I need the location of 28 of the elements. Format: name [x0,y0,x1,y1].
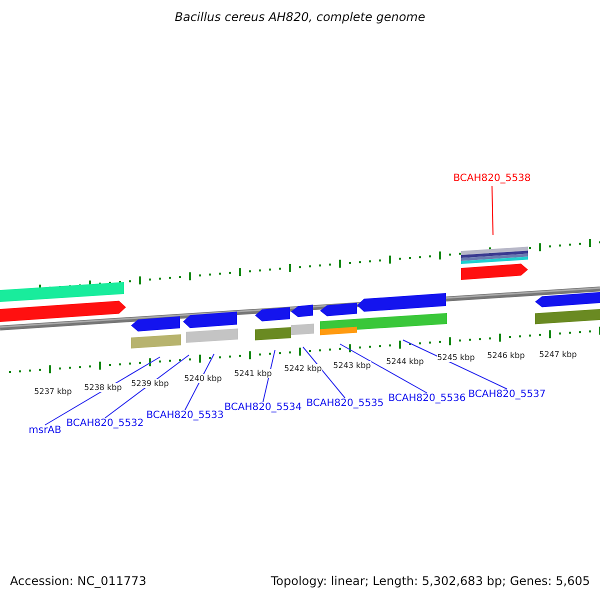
leader-line [302,346,346,398]
gene-label: msrAB [28,425,62,437]
gene-label: BCAH820_5533 [146,410,224,422]
gene-label: BCAH820_5537 [468,389,546,401]
tick-label: 5237 kbp [34,387,72,396]
tick-label: 5246 kbp [487,351,525,360]
genome-summary: Topology: linear; Length: 5,302,683 bp; Genes: 5,605 [270,574,590,588]
tick-label: 5247 kbp [539,350,577,359]
tick-label: 5239 kbp [131,379,169,388]
tick-label: 5242 kbp [284,364,322,373]
gene-label: BCAH820_5532 [66,418,144,430]
accession-text: Accession: NC_011773 [10,574,146,588]
title: Bacillus cereus AH820, complete genome [174,10,426,24]
leader-line [492,186,494,236]
gene-label: BCAH820_5534 [224,402,302,414]
gene-label: BCAH820_5535 [306,398,384,410]
tick-label: 5244 kbp [386,357,424,366]
leader-line [340,344,428,394]
leader-line [104,354,190,418]
gene-label: BCAH820_5536 [388,393,466,405]
tick-label: 5243 kbp [333,361,371,370]
gene-label: BCAH820_5538 [453,173,531,185]
tick-label: 5240 kbp [184,374,222,383]
leader-line [44,356,160,426]
tick-label: 5238 kbp [84,383,122,392]
tick-label: 5241 kbp [234,369,272,378]
tick-label: 5245 kbp [437,353,475,362]
leader-line [402,340,508,390]
